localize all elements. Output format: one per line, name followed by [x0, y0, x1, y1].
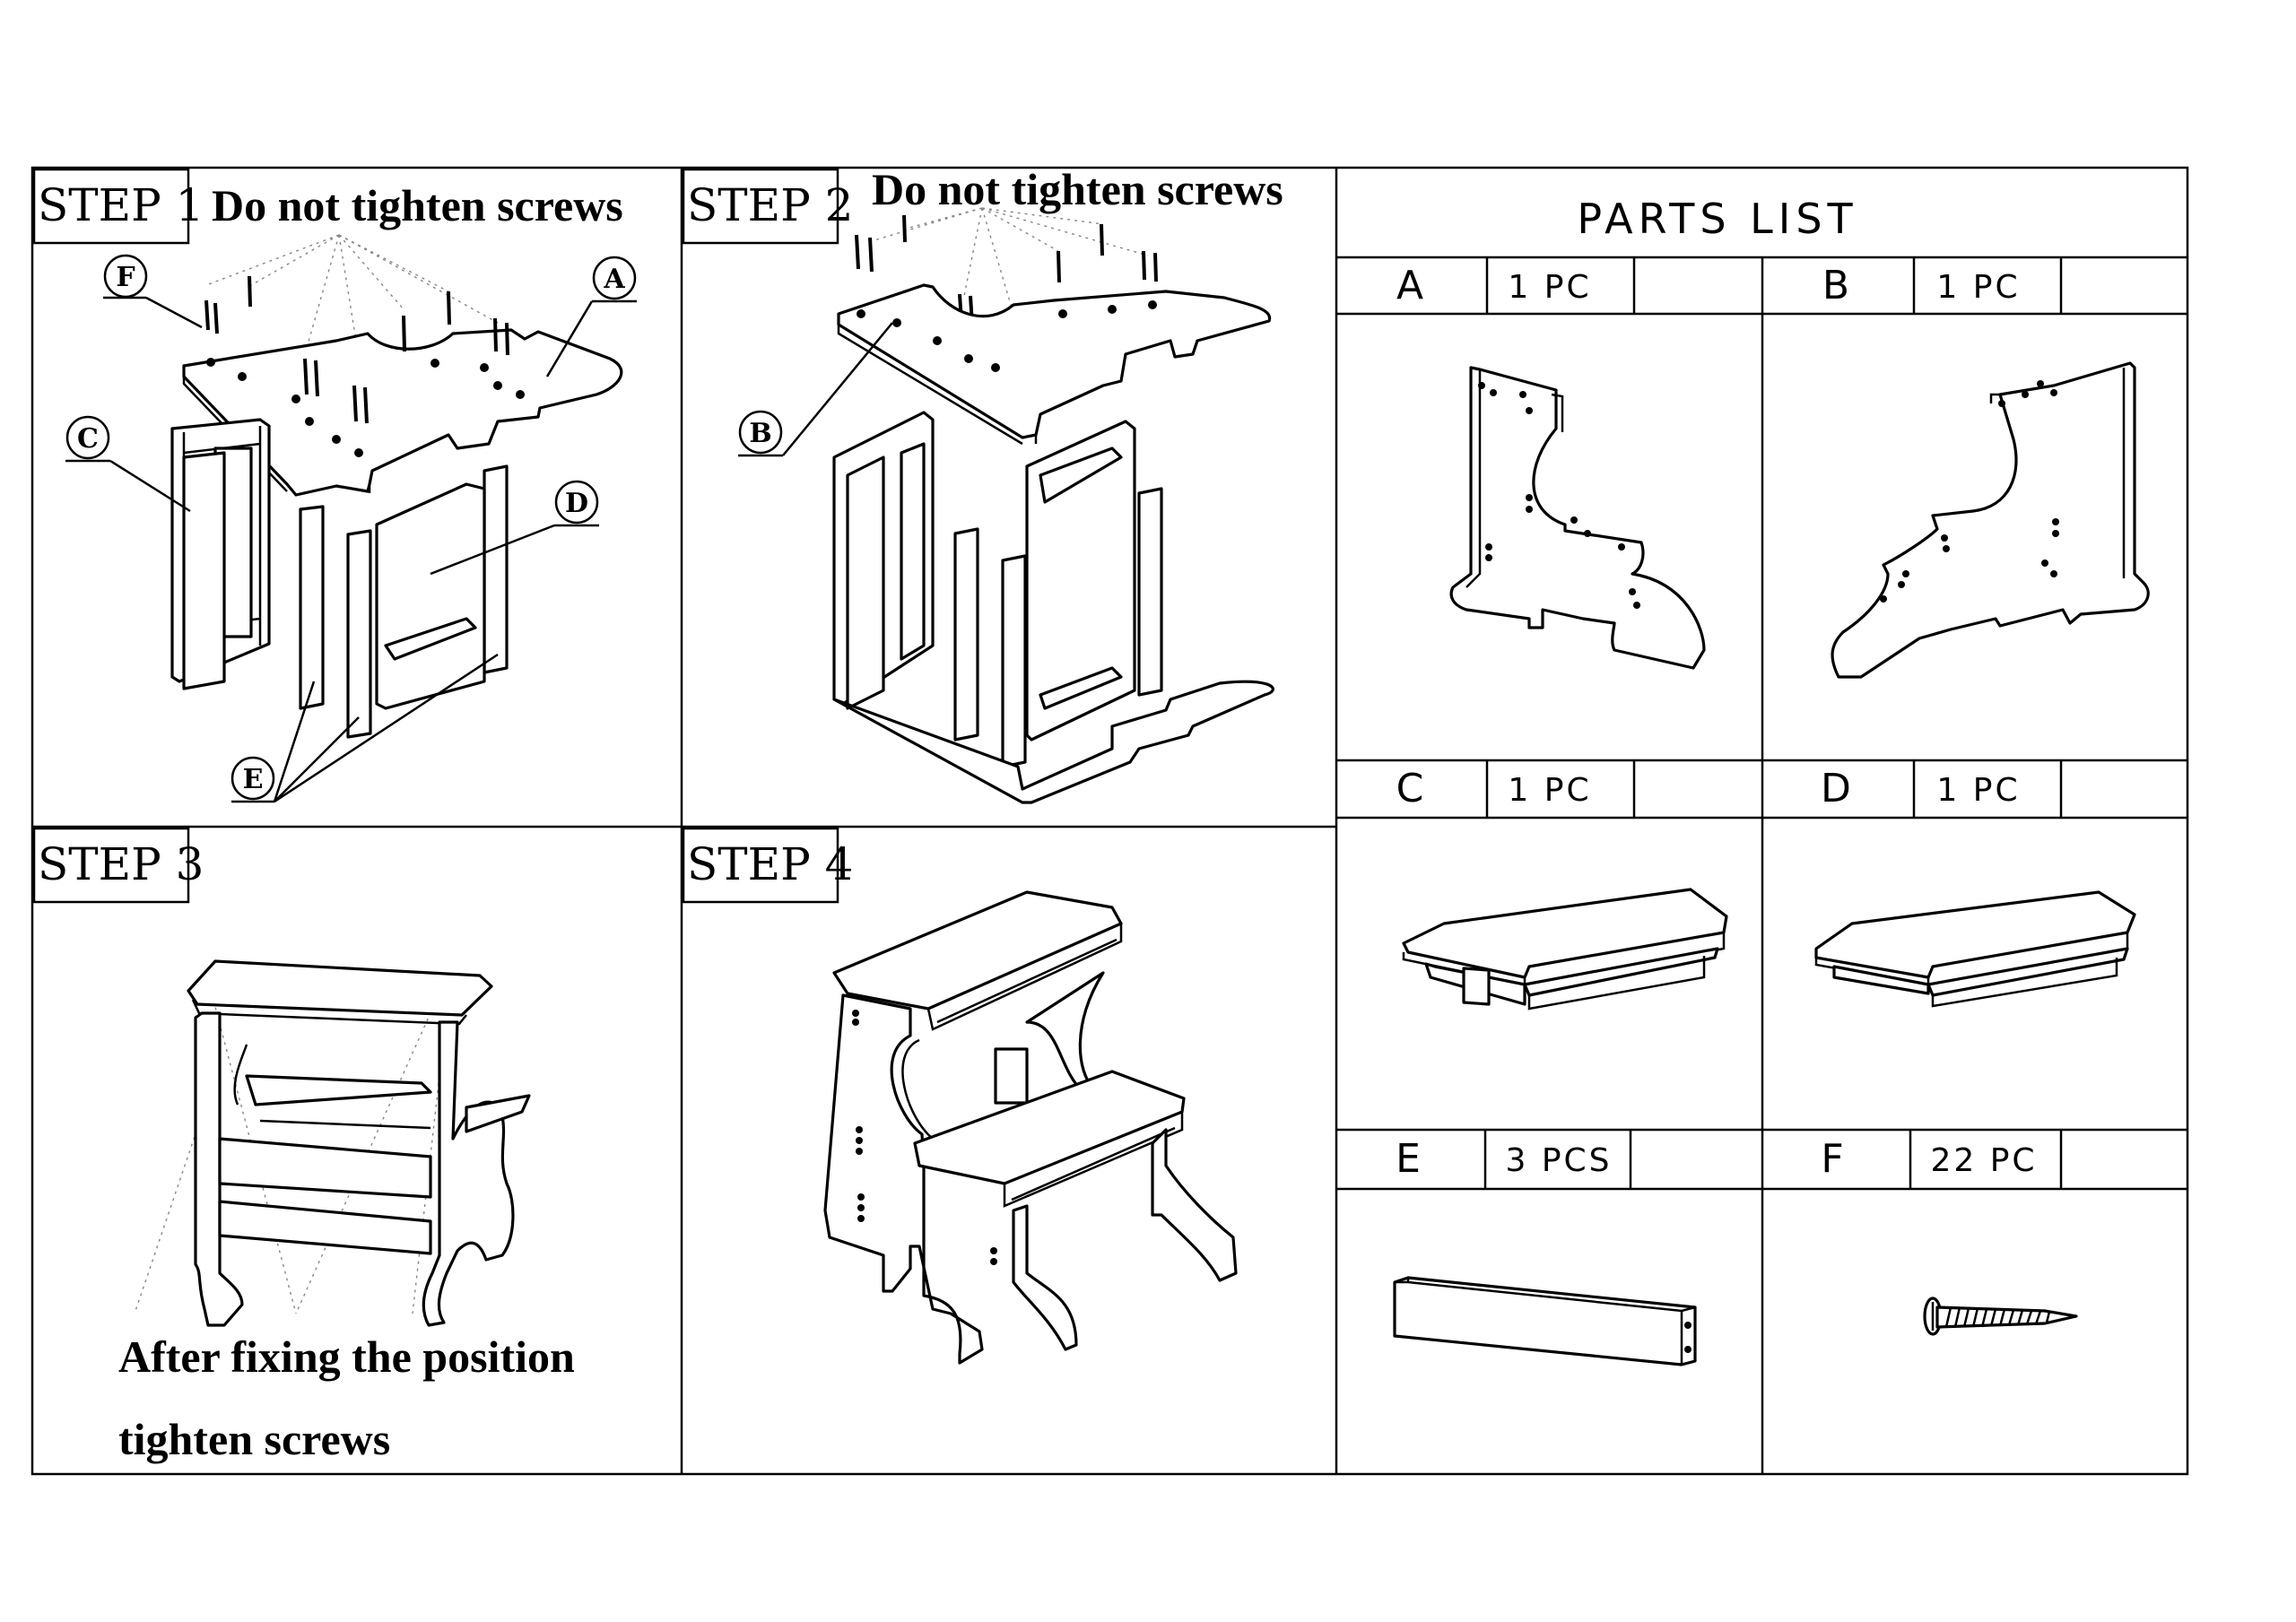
part-d-qty: 1 PC [1936, 772, 2020, 809]
step-2-panel: STEP 2 Do not tighten screws [682, 164, 1283, 804]
callout-d: D [430, 480, 599, 576]
callout-a: A [545, 256, 637, 377]
step-2-label: STEP 2 [687, 179, 853, 231]
step-3-note-line1: After fixing the position [118, 1331, 575, 1382]
step-1-label: STEP 1 [38, 179, 204, 231]
step-3-label: STEP 3 [38, 838, 204, 890]
part-f-letter: F [1821, 1136, 1843, 1182]
part-f-drawing [1923, 1297, 2078, 1336]
svg-text:A: A [603, 264, 625, 295]
part-c-drawing [1402, 888, 1728, 1010]
step-4-panel: STEP 4 [682, 827, 1238, 1365]
screw-guide-lines [205, 234, 499, 386]
side-holes [852, 1010, 997, 1265]
step-3-panel: STEP 3 After fixing the position tighten… [32, 827, 575, 1464]
part-d-drawing [1814, 890, 2136, 1008]
svg-text:C: C [77, 423, 99, 455]
svg-text:B: B [749, 418, 771, 449]
parts-list-title: PARTS LIST [1577, 195, 1857, 243]
part-c-qty: 1 PC [1508, 772, 1591, 809]
part-f-qty: 22 PC [1930, 1142, 2037, 1179]
svg-text:E: E [243, 764, 264, 795]
board-holes [206, 358, 525, 457]
step-4-label: STEP 4 [687, 838, 853, 890]
step-1-panel: STEP 1 Do not tighten screws [32, 168, 637, 803]
part-c-letter: C [1396, 766, 1424, 811]
callout-c: C [65, 415, 191, 513]
part-a-drawing [1449, 366, 1706, 670]
step-4-lower-board [913, 1070, 1186, 1185]
part-e-legs [299, 464, 509, 739]
callout-e: E [230, 653, 499, 803]
part-e-drawing [1393, 1276, 1697, 1366]
step-3-note-line2: tighten screws [118, 1414, 390, 1464]
grid-lines [30, 166, 2189, 1476]
step-3-right-side [422, 1020, 515, 1327]
part-b-board [837, 283, 1272, 439]
board-holes [857, 300, 1157, 372]
svg-text:D: D [565, 488, 588, 519]
step-2-note: Do not tighten screws [872, 164, 1283, 214]
part-a-letter: A [1396, 263, 1423, 308]
part-e-qty: 3 PCS [1505, 1142, 1612, 1179]
part-b-letter: B [1822, 263, 1849, 308]
step-2-frame-right [1025, 420, 1136, 742]
parts-list-panel: PARTS LIST A 1 PC B 1 PC C 1 PC D 1 PC E… [1393, 195, 2150, 1366]
step-3-guide-lines [134, 972, 449, 1314]
part-e-letter: E [1396, 1136, 1421, 1182]
callout-f: F [103, 254, 203, 329]
part-a-qty: 1 PC [1508, 269, 1591, 306]
part-b-drawing [1831, 361, 2150, 679]
step-4-side-panel [823, 993, 984, 1365]
svg-text:F: F [116, 262, 135, 293]
part-b-qty: 1 PC [1936, 269, 2020, 306]
callout-b: B [738, 322, 893, 457]
part-a-board [182, 328, 623, 497]
part-d-letter: D [1821, 766, 1851, 811]
screw-guide-lines [867, 207, 1149, 315]
screws [204, 275, 509, 424]
step-1-note: Do not tighten screws [212, 180, 623, 230]
